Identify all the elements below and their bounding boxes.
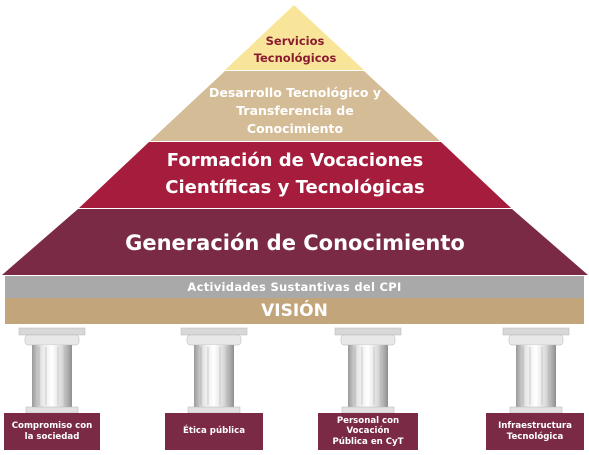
level-formation-shape — [79, 142, 511, 208]
pillar-3 — [318, 327, 418, 450]
level-top-label: Servicios Tecnológicos — [253, 34, 337, 65]
level-generation-shape — [2, 209, 588, 275]
level-top-shape — [225, 5, 364, 70]
activities-band-label: Actividades Sustantivas del CPI — [187, 280, 402, 294]
pillar-2 — [165, 327, 263, 450]
pillar-4-label: Infraestructura Tecnológica — [498, 420, 572, 442]
pillar-1 — [4, 327, 100, 450]
pillar-2-label: Ética pública — [182, 426, 245, 436]
vision-band-label: VISIÓN — [261, 301, 328, 321]
pillar-4 — [486, 327, 584, 450]
pillar-1-label: Compromiso con la sociedad — [11, 420, 93, 442]
pillar-3-label: Personal con Vocación Pública en CyT — [332, 415, 404, 447]
activities-band-shape — [5, 276, 584, 298]
vision-band-shape — [5, 298, 584, 324]
level-development-shape — [150, 71, 440, 141]
level-development-label: Desarrollo Tecnológico y Transferencia d… — [209, 85, 381, 136]
level-generation-label: Generación de Conocimiento — [125, 231, 465, 255]
level-formation-label: Formación de Vocaciones Científicas y Te… — [165, 150, 425, 198]
